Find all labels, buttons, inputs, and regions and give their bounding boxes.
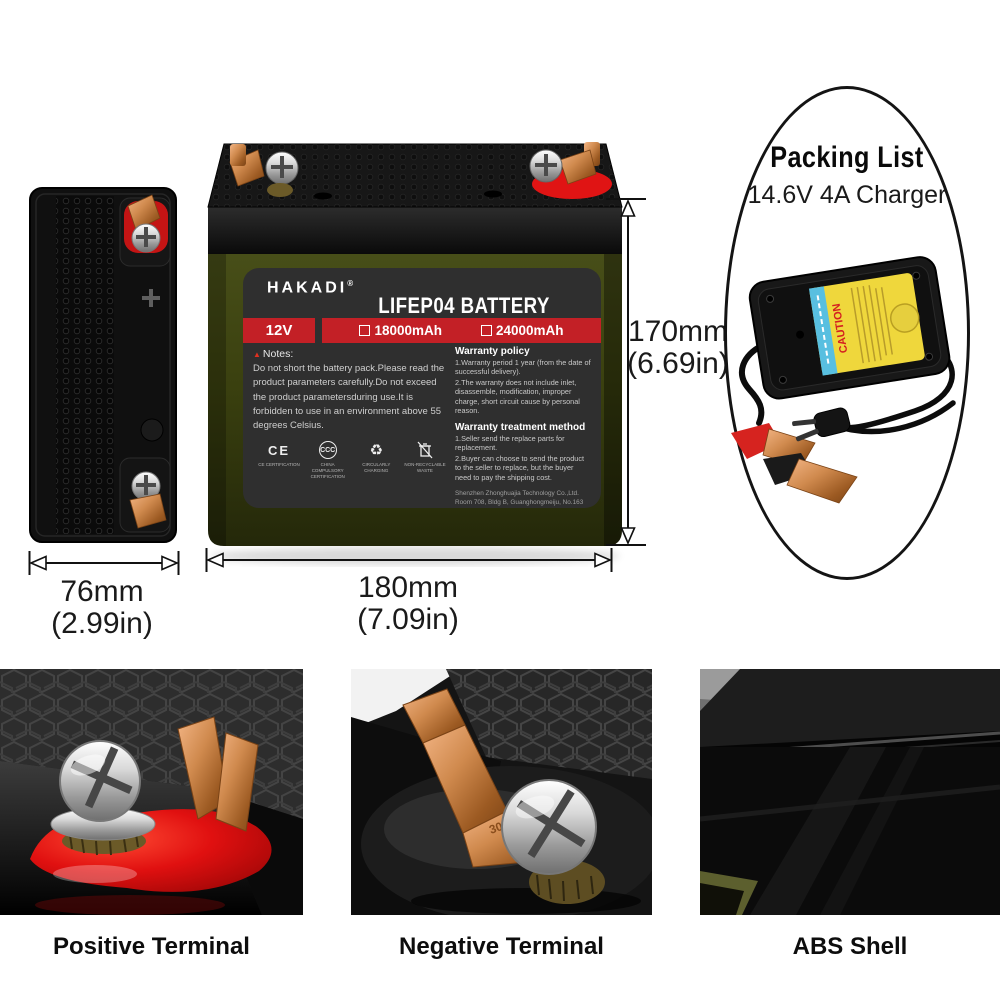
vent-icon <box>140 418 164 442</box>
packing-list-title: Packing List <box>770 141 924 174</box>
dimension-in: (7.09in) <box>357 603 459 637</box>
front-width-dimension: 180mm (7.09in) <box>298 571 518 637</box>
positive-terminal-photo <box>0 669 303 915</box>
cert-ce: CE CE CERTIFICATION <box>258 442 300 468</box>
negative-terminal-icon <box>119 457 171 533</box>
width-dimension-arrow-front <box>205 548 613 572</box>
certification-icons: CE CE CERTIFICATION CCC CHINA COMPULSORY… <box>253 440 451 479</box>
caption-positive-terminal: Positive Terminal <box>53 933 250 960</box>
treatment-item: 2.Buyer can choose to send the product t… <box>455 453 584 482</box>
dimension-in: (2.99in) <box>51 607 153 641</box>
warning-triangle-icon: ▲ <box>253 350 261 359</box>
capacity-options: 18000mAh 24000mAh <box>322 318 601 343</box>
height-dimension-arrow <box>606 198 646 546</box>
positive-terminal-icon <box>119 194 171 267</box>
charger-photo: CAUTION <box>731 256 956 504</box>
cert-ccc: CCC CHINA COMPULSORY CERTIFICATION <box>306 440 350 479</box>
dimension-in: (6.69in) <box>627 347 729 381</box>
caption-abs-shell: ABS Shell <box>792 933 908 960</box>
spec-bar: 12V 18000mAh 24000mAh <box>243 318 601 343</box>
checkbox-icon <box>359 325 371 336</box>
battery-label: HAKADI® LIFEP04 BATTERY 12V 18000mAh 240… <box>243 268 601 508</box>
plus-mark-icon <box>142 289 160 307</box>
checkbox-icon <box>480 325 492 336</box>
registered-mark: ® <box>347 279 354 288</box>
dimension-mm: 180mm <box>357 571 459 604</box>
treatment-title: Warranty treatment method <box>455 421 586 433</box>
product-title: LIFEP04 BATTERY <box>378 293 550 318</box>
ccc-mark-icon: CCC <box>318 441 337 460</box>
positive-terminal-icon <box>529 142 612 199</box>
divider <box>315 318 322 343</box>
warranty-policy-item: 2.The warranty does not include inlet, d… <box>455 377 580 416</box>
caption-negative-terminal: Negative Terminal <box>399 933 604 960</box>
warranty-policy-title: Warranty policy <box>455 346 530 357</box>
charger-body: CAUTION <box>748 256 951 400</box>
dimension-mm: 76mm <box>60 575 144 608</box>
treatment-item: 1.Seller send the replace parts for repl… <box>455 433 565 453</box>
packing-list-bubble: Packing List 14.6V 4A Charger <box>724 86 970 580</box>
dimension-mm: 170mm <box>627 315 729 348</box>
brand-logo: HAKADI® <box>267 279 354 297</box>
copper-clip-icon <box>763 453 858 504</box>
ce-mark-icon: CE <box>267 442 291 458</box>
busbar-stamp: 30 <box>487 819 505 837</box>
warranty-policy-item: 1.Warranty period 1 year (from the date … <box>455 358 591 377</box>
capacity-option: 24000mAh <box>480 323 564 338</box>
label-left-column: ▲Notes: Do not short the battery pack.Pl… <box>253 348 451 479</box>
power-plug-icon <box>792 407 851 442</box>
notes-title: ▲Notes: <box>253 348 294 360</box>
battery-side-view <box>29 187 177 543</box>
voltage-badge: 12V <box>243 318 315 343</box>
waste-bin-icon <box>417 441 433 459</box>
manufacturer-address: Shenzhen Zhonghuajia Technology Co.,Ltd.… <box>455 490 590 508</box>
negative-terminal-icon <box>229 144 299 197</box>
label-right-column: Warranty policy 1.Warranty period 1 year… <box>455 346 591 508</box>
abs-shell-photo <box>700 669 1000 915</box>
notes-body: Do not short the battery pack.Please rea… <box>253 363 445 431</box>
width-dimension-arrow-side <box>28 551 180 575</box>
charger-label: CAUTION <box>808 273 925 376</box>
cert-recycle: ♻ CIRCULARLY CHARGING <box>362 442 391 473</box>
negative-terminal-photo: 30 <box>351 669 652 915</box>
recycle-icon: ♻ <box>369 442 384 460</box>
capacity-option: 18000mAh <box>359 323 442 338</box>
side-width-dimension: 76mm (2.99in) <box>10 575 194 641</box>
cert-waste: NON-RECYCLABLE WASTE <box>403 440 447 479</box>
packing-list-item: 14.6V 4A Charger <box>747 181 947 209</box>
height-dimension: 170mm (6.69in) <box>620 315 736 381</box>
